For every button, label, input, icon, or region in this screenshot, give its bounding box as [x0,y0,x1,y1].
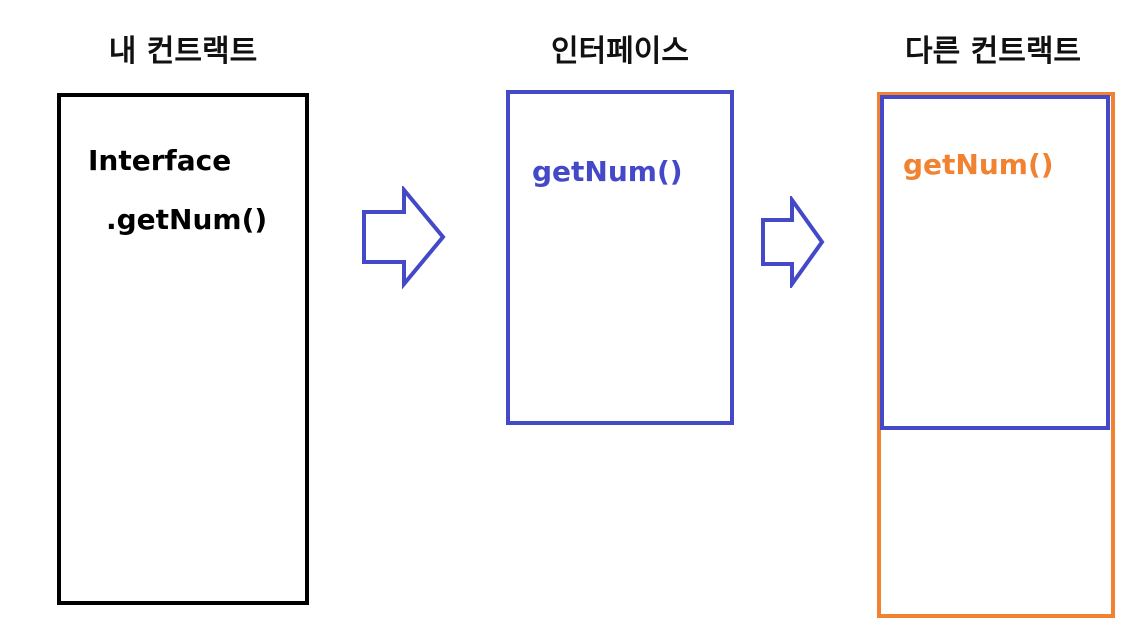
interface-line: Interface [88,144,232,177]
get-num-call-line: .getNum() [106,203,268,236]
right-arrow-icon-2 [761,196,825,288]
my-contract-title: 내 컨트랙트 [108,34,258,69]
other-contract-box [877,92,1115,618]
interface-box [506,90,734,425]
implemented-interface-box [880,95,1110,430]
other-contract-get-num: getNum() [903,148,1054,181]
right-arrow-icon [362,186,446,290]
my-contract-box [57,93,309,605]
other-contract-title: 다른 컨트랙트 [904,34,1082,69]
interface-title: 인터페이스 [551,34,689,69]
interface-get-num: getNum() [532,155,683,188]
